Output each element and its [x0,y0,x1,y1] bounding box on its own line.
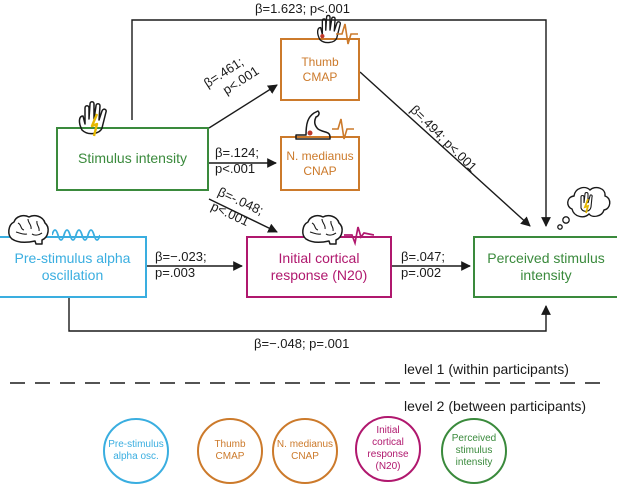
level-1-label: level 1 (within participants) [404,361,569,377]
legend-cortical-line1: Initial [376,425,400,436]
edge-label-cortical-perceived-line2: p=.002 [401,265,442,280]
node-prestimulus-alpha: Pre-stimulus alpha oscillation [0,236,147,298]
node-cortical-line2: response (N20) [270,267,368,283]
cnap-wave-icon [332,118,354,140]
edge-label-stimulus-nmed: β=.124; p<.001 [215,145,259,177]
edge-label-prestim-cortical: β=−.023; p=.003 [155,249,207,281]
arrow-prestim-perceived [68,298,551,332]
node-perceived-line1: Perceived stimulus [487,249,605,266]
edge-label-prestim-cortical-line1: β=−.023; [155,249,207,264]
legend-nmed-line2: CNAP [291,451,319,462]
node-stimulus-label: Stimulus intensity [78,150,187,167]
node-stimulus-intensity: Stimulus intensity [56,127,209,191]
node-perceived-line2: intensity [520,267,572,283]
legend-prestim-line2: alpha osc. [113,451,159,462]
legend-cortical-line4: (N20) [375,461,401,472]
node-nmedianus-cnap: N. medianus CNAP [280,136,360,191]
legend-prestim-alpha: Pre-stimulus alpha osc. [103,418,169,484]
arrow-stimulus-thumb [208,84,278,129]
legend-cortical-line3: response [367,449,409,460]
legend-perceived-line3: intensity [455,457,493,468]
arm-icon [295,110,331,140]
edge-label-stimulus-nmed-line1: β=.124; [215,145,259,160]
node-prestim-line1: Pre-stimulus alpha [14,249,131,266]
edge-label-prestim-cortical-line2: p=.003 [155,265,196,280]
n20-wave-icon [344,226,374,247]
brain-icon [8,214,49,245]
legend-nmed-cnap: N. medianus CNAP [272,418,338,484]
brain-icon-cortical [302,214,343,245]
legend-perceived-intensity: Perceived stimulus intensity [441,418,507,484]
node-nmed-line1: N. medianus [286,148,354,163]
node-thumb-line2: CMAP [302,69,338,84]
node-cortical-line1: Initial cortical [278,249,360,266]
cmap-wave-icon [336,23,358,45]
level-2-label: level 2 (between participants) [404,398,587,414]
node-thumb-line1: Thumb [301,54,339,69]
edge-label-stimulus-nmed-line2: p<.001 [215,161,256,176]
node-nmed-line2: CNAP [303,163,337,178]
edge-label-stimulus-perceived: β=1.623; p<.001 [255,1,350,16]
edge-label-prestim-perceived: β=−.048; p=.001 [254,336,350,351]
legend-thumb-cmap: Thumb CMAP [197,418,263,484]
node-initial-cortical-response: Initial cortical response (N20) [246,236,392,298]
legend-perceived-line2: stimulus [455,445,493,456]
thought-bubble-icon [557,186,611,230]
arrow-stimulus-perceived [131,19,551,227]
legend-prestim-line1: Pre-stimulus [108,439,164,450]
node-perceived-stimulus-intensity: Perceived stimulus intensity [473,236,617,298]
node-prestim-line2: oscillation [41,267,104,283]
arrow-stimulus-cortical [208,198,278,233]
legend-thumb-line2: CMAP [215,451,245,462]
alpha-wave-icon [52,229,100,241]
legend-perceived-line1: Perceived [451,433,497,444]
arrow-thumb-perceived [359,71,531,227]
legend-initial-cortical: Initial cortical response (N20) [355,416,421,482]
node-thumb-cmap: Thumb CMAP [280,38,360,101]
legend-nmed-line1: N. medianus [276,439,334,450]
edge-label-cortical-perceived-line1: β=.047; [401,249,445,264]
hand-icon [78,101,107,137]
thumb-hand-icon [316,14,342,44]
legend-cortical-line2: cortical [372,437,404,448]
legend-thumb-line1: Thumb [214,439,246,450]
edge-label-cortical-perceived: β=.047; p=.002 [401,249,445,281]
